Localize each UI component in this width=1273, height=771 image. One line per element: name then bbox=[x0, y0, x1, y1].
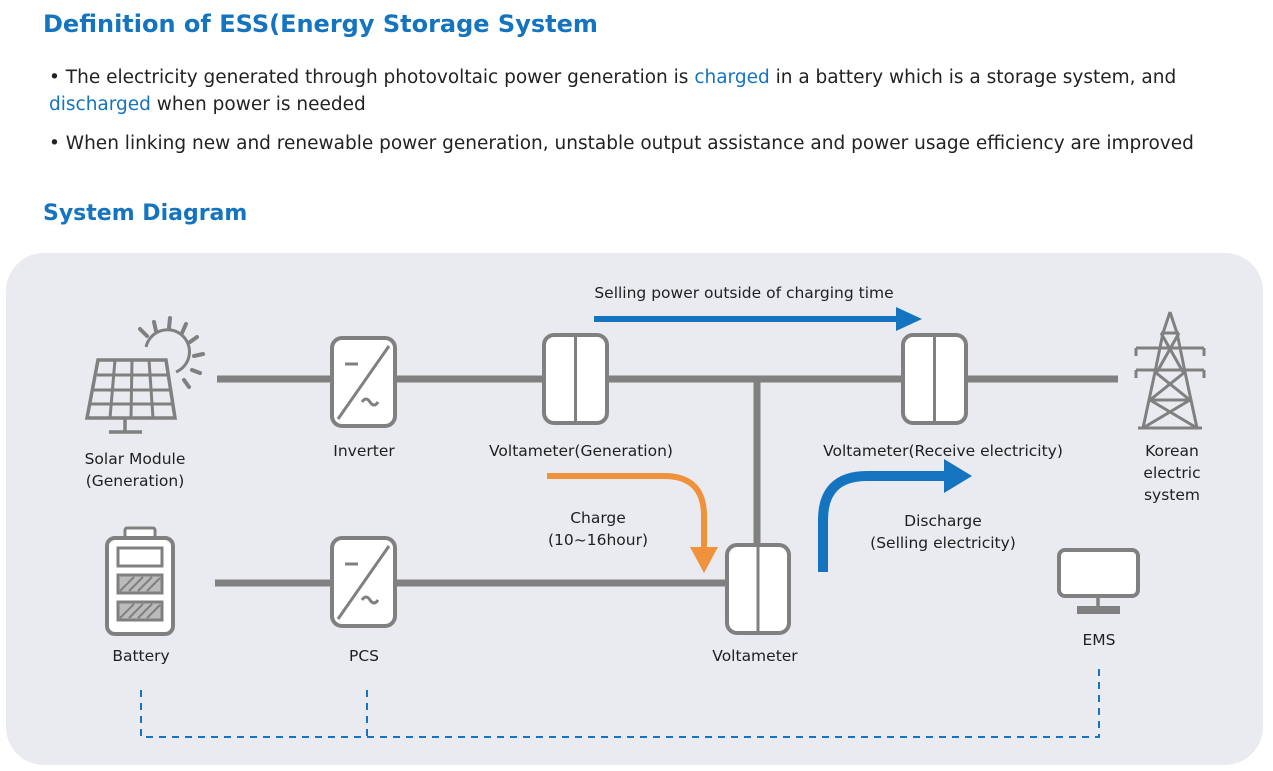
label-pcs: PCS bbox=[349, 647, 379, 665]
label-discharge: Discharge bbox=[904, 512, 982, 530]
highlight-charged: charged bbox=[694, 67, 770, 88]
label-solar-generation: (Generation) bbox=[86, 472, 185, 490]
label-voltameter-receive: Voltameter(Receive electricity) bbox=[823, 442, 1063, 460]
diagram-labels: Selling power outside of charging time S… bbox=[85, 284, 1201, 665]
label-charge-hours: (10~16hour) bbox=[548, 531, 648, 549]
bullet-text: when power is needed bbox=[150, 94, 366, 115]
voltameter-generation-icon bbox=[542, 333, 609, 425]
selling-outside-arrow bbox=[594, 307, 922, 331]
label-korean: Korean bbox=[1145, 442, 1199, 460]
diagram-panel bbox=[6, 253, 1263, 765]
page-title: Definition of ESS(Energy Storage System bbox=[43, 10, 598, 38]
label-charge: Charge bbox=[570, 509, 626, 527]
bullet-text: in a battery which is a storage system, … bbox=[769, 67, 1177, 88]
label-solar-module: Solar Module bbox=[85, 450, 186, 468]
transmission-tower-icon bbox=[1134, 311, 1206, 430]
power-lines bbox=[215, 375, 1118, 587]
highlight-discharged: discharged bbox=[49, 94, 151, 115]
label-voltameter: Voltameter bbox=[712, 647, 798, 665]
bullet-text: • The electricity generated through phot… bbox=[49, 67, 695, 88]
label-system: system bbox=[1144, 486, 1200, 504]
label-discharge-selling: (Selling electricity) bbox=[870, 534, 1016, 552]
solar-panel-icon bbox=[84, 316, 205, 434]
label-battery: Battery bbox=[112, 647, 169, 665]
voltameter-icon bbox=[725, 543, 791, 635]
battery-icon bbox=[105, 526, 175, 636]
label-ems: EMS bbox=[1082, 631, 1115, 649]
pcs-icon bbox=[330, 536, 397, 628]
bullet-charge-discharge: • The electricity generated through phot… bbox=[49, 64, 1249, 118]
bullet-list: • The electricity generated through phot… bbox=[49, 64, 1249, 169]
bullet-renewable: • When linking new and renewable power g… bbox=[49, 133, 1194, 154]
label-inverter: Inverter bbox=[333, 442, 395, 460]
label-voltameter-generation: Voltameter(Generation) bbox=[489, 442, 673, 460]
label-selling-outside: Selling power outside of charging time bbox=[594, 284, 893, 302]
charge-arrow bbox=[547, 473, 718, 573]
section-title-system-diagram: System Diagram bbox=[43, 201, 248, 226]
inverter-icon bbox=[330, 336, 397, 428]
voltameter-receive-icon bbox=[901, 333, 968, 425]
label-electric: electric bbox=[1143, 464, 1200, 482]
discharge-arrow bbox=[818, 459, 972, 572]
ems-control-line bbox=[140, 665, 1100, 738]
ems-monitor-icon bbox=[1057, 548, 1140, 614]
